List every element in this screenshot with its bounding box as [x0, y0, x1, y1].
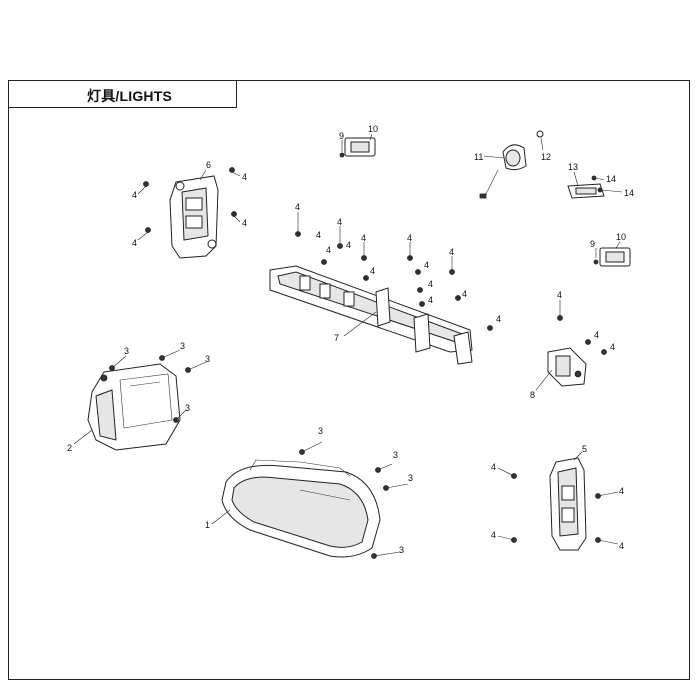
callout-4-u: 4 [619, 486, 624, 496]
callout-4-a: 4 [132, 190, 137, 200]
callout-4-w: 4 [619, 541, 624, 551]
small-lamp-13 [567, 175, 605, 199]
callout-4-l: 4 [424, 260, 429, 270]
callout-4-j: 4 [326, 245, 331, 255]
callout-9-top: 9 [339, 131, 344, 141]
callout-4-t: 4 [491, 462, 496, 472]
callout-4-c: 4 [132, 238, 137, 248]
callout-4-g: 4 [361, 233, 366, 243]
callout-3-e: 3 [318, 426, 323, 436]
callout-10-top: 10 [368, 124, 378, 134]
callout-labels: 9 10 11 12 13 14 14 9 10 6 4 4 4 4 4 4 4… [67, 124, 634, 555]
tail-lamp-5 [549, 457, 587, 551]
license-plate-light-right [593, 247, 631, 267]
callout-3-h: 3 [399, 545, 404, 555]
title-box [8, 80, 237, 108]
leader-lines [73, 133, 623, 557]
crossbar-7 [269, 265, 473, 365]
callout-3-f: 3 [393, 450, 398, 460]
headlight-1 [221, 459, 381, 558]
callout-1: 1 [205, 520, 210, 530]
callout-4-q: 4 [557, 290, 562, 300]
callout-4-f: 4 [337, 217, 342, 227]
callout-3-c: 3 [205, 354, 210, 364]
callout-12: 12 [541, 152, 551, 162]
callout-4-h: 4 [407, 233, 412, 243]
callout-4-x: 4 [346, 240, 351, 250]
callout-4-s: 4 [610, 342, 615, 352]
callout-7: 7 [334, 333, 339, 343]
callout-4-e: 4 [295, 202, 300, 212]
callout-6: 6 [206, 160, 211, 170]
bracket-6 [169, 175, 219, 259]
callout-3-a: 3 [124, 346, 129, 356]
callout-14-a: 14 [606, 174, 616, 184]
callout-4-b: 4 [242, 172, 247, 182]
callout-14-b: 14 [624, 188, 634, 198]
callout-3-b: 3 [180, 341, 185, 351]
callout-4-d: 4 [242, 218, 247, 228]
callout-3-g: 3 [408, 473, 413, 483]
callout-4-m: 4 [428, 279, 433, 289]
callout-5: 5 [582, 444, 587, 454]
callout-4-v: 4 [491, 530, 496, 540]
license-plate-light-top [339, 137, 376, 158]
callout-4-p: 4 [496, 314, 501, 324]
callout-10-right: 10 [616, 232, 626, 242]
callout-11: 11 [474, 152, 483, 162]
callout-4-n: 4 [428, 295, 433, 305]
callout-2: 2 [67, 443, 72, 453]
callout-9-right: 9 [590, 239, 595, 249]
callout-4-i: 4 [449, 247, 454, 257]
callout-4-k: 4 [370, 266, 375, 276]
diagram-frame [8, 80, 690, 680]
callout-8: 8 [530, 390, 535, 400]
bolts [109, 167, 607, 559]
callout-13: 13 [568, 162, 578, 172]
callout-4-r: 4 [594, 330, 599, 340]
callout-4-o: 4 [462, 289, 467, 299]
callout-3-d: 3 [185, 403, 190, 413]
callout-4-y: 4 [316, 230, 321, 240]
bracket-8 [547, 347, 587, 387]
side-marker-bulb [479, 130, 544, 199]
lamp-2 [87, 363, 181, 451]
page-title: 灯具/LIGHTS [87, 88, 173, 104]
